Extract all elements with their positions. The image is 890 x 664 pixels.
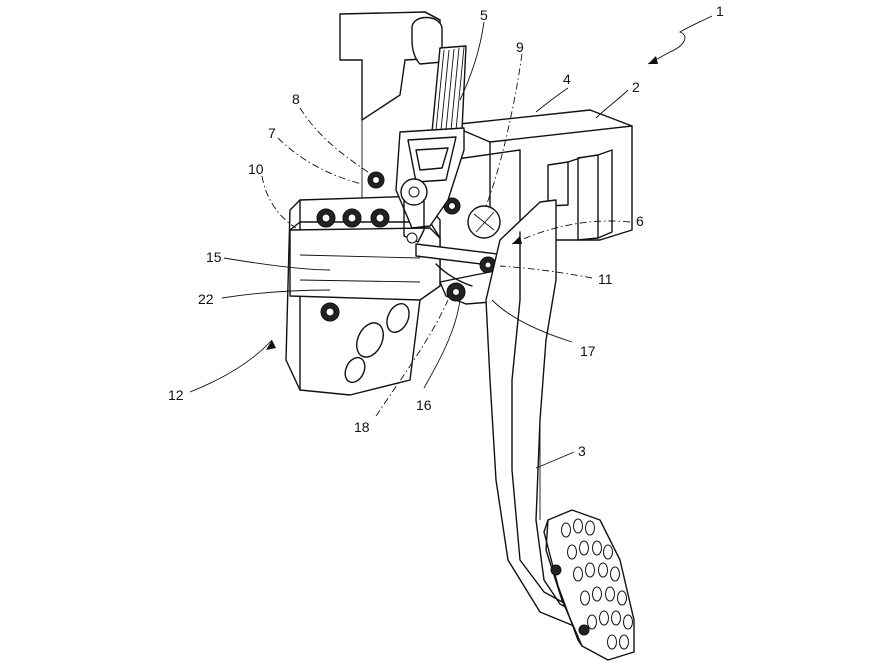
leader-lines (189, 15, 713, 469)
label-16: 16 (416, 397, 432, 413)
sensor-unit (395, 45, 467, 244)
label-9: 9 (516, 39, 524, 55)
reference-labels: 1 2 3 4 5 6 7 8 9 10 11 12 15 16 17 18 2… (168, 3, 724, 459)
label-1: 1 (716, 3, 724, 19)
frame-bolts (316, 171, 461, 322)
knob (467, 205, 501, 239)
label-6: 6 (636, 213, 644, 229)
label-8: 8 (292, 91, 300, 107)
frame-plate (285, 195, 441, 396)
pedal-pad (543, 509, 635, 661)
label-12: 12 (168, 387, 184, 403)
label-17: 17 (580, 343, 596, 359)
label-3: 3 (578, 443, 586, 459)
label-2: 2 (632, 79, 640, 95)
label-15: 15 (206, 249, 222, 265)
label-4: 4 (563, 71, 571, 87)
label-22: 22 (198, 291, 214, 307)
label-10: 10 (248, 161, 264, 177)
label-11: 11 (598, 271, 613, 287)
label-7: 7 (268, 125, 276, 141)
upper-bracket (339, 11, 443, 200)
label-5: 5 (480, 7, 488, 23)
label-18: 18 (354, 419, 370, 435)
